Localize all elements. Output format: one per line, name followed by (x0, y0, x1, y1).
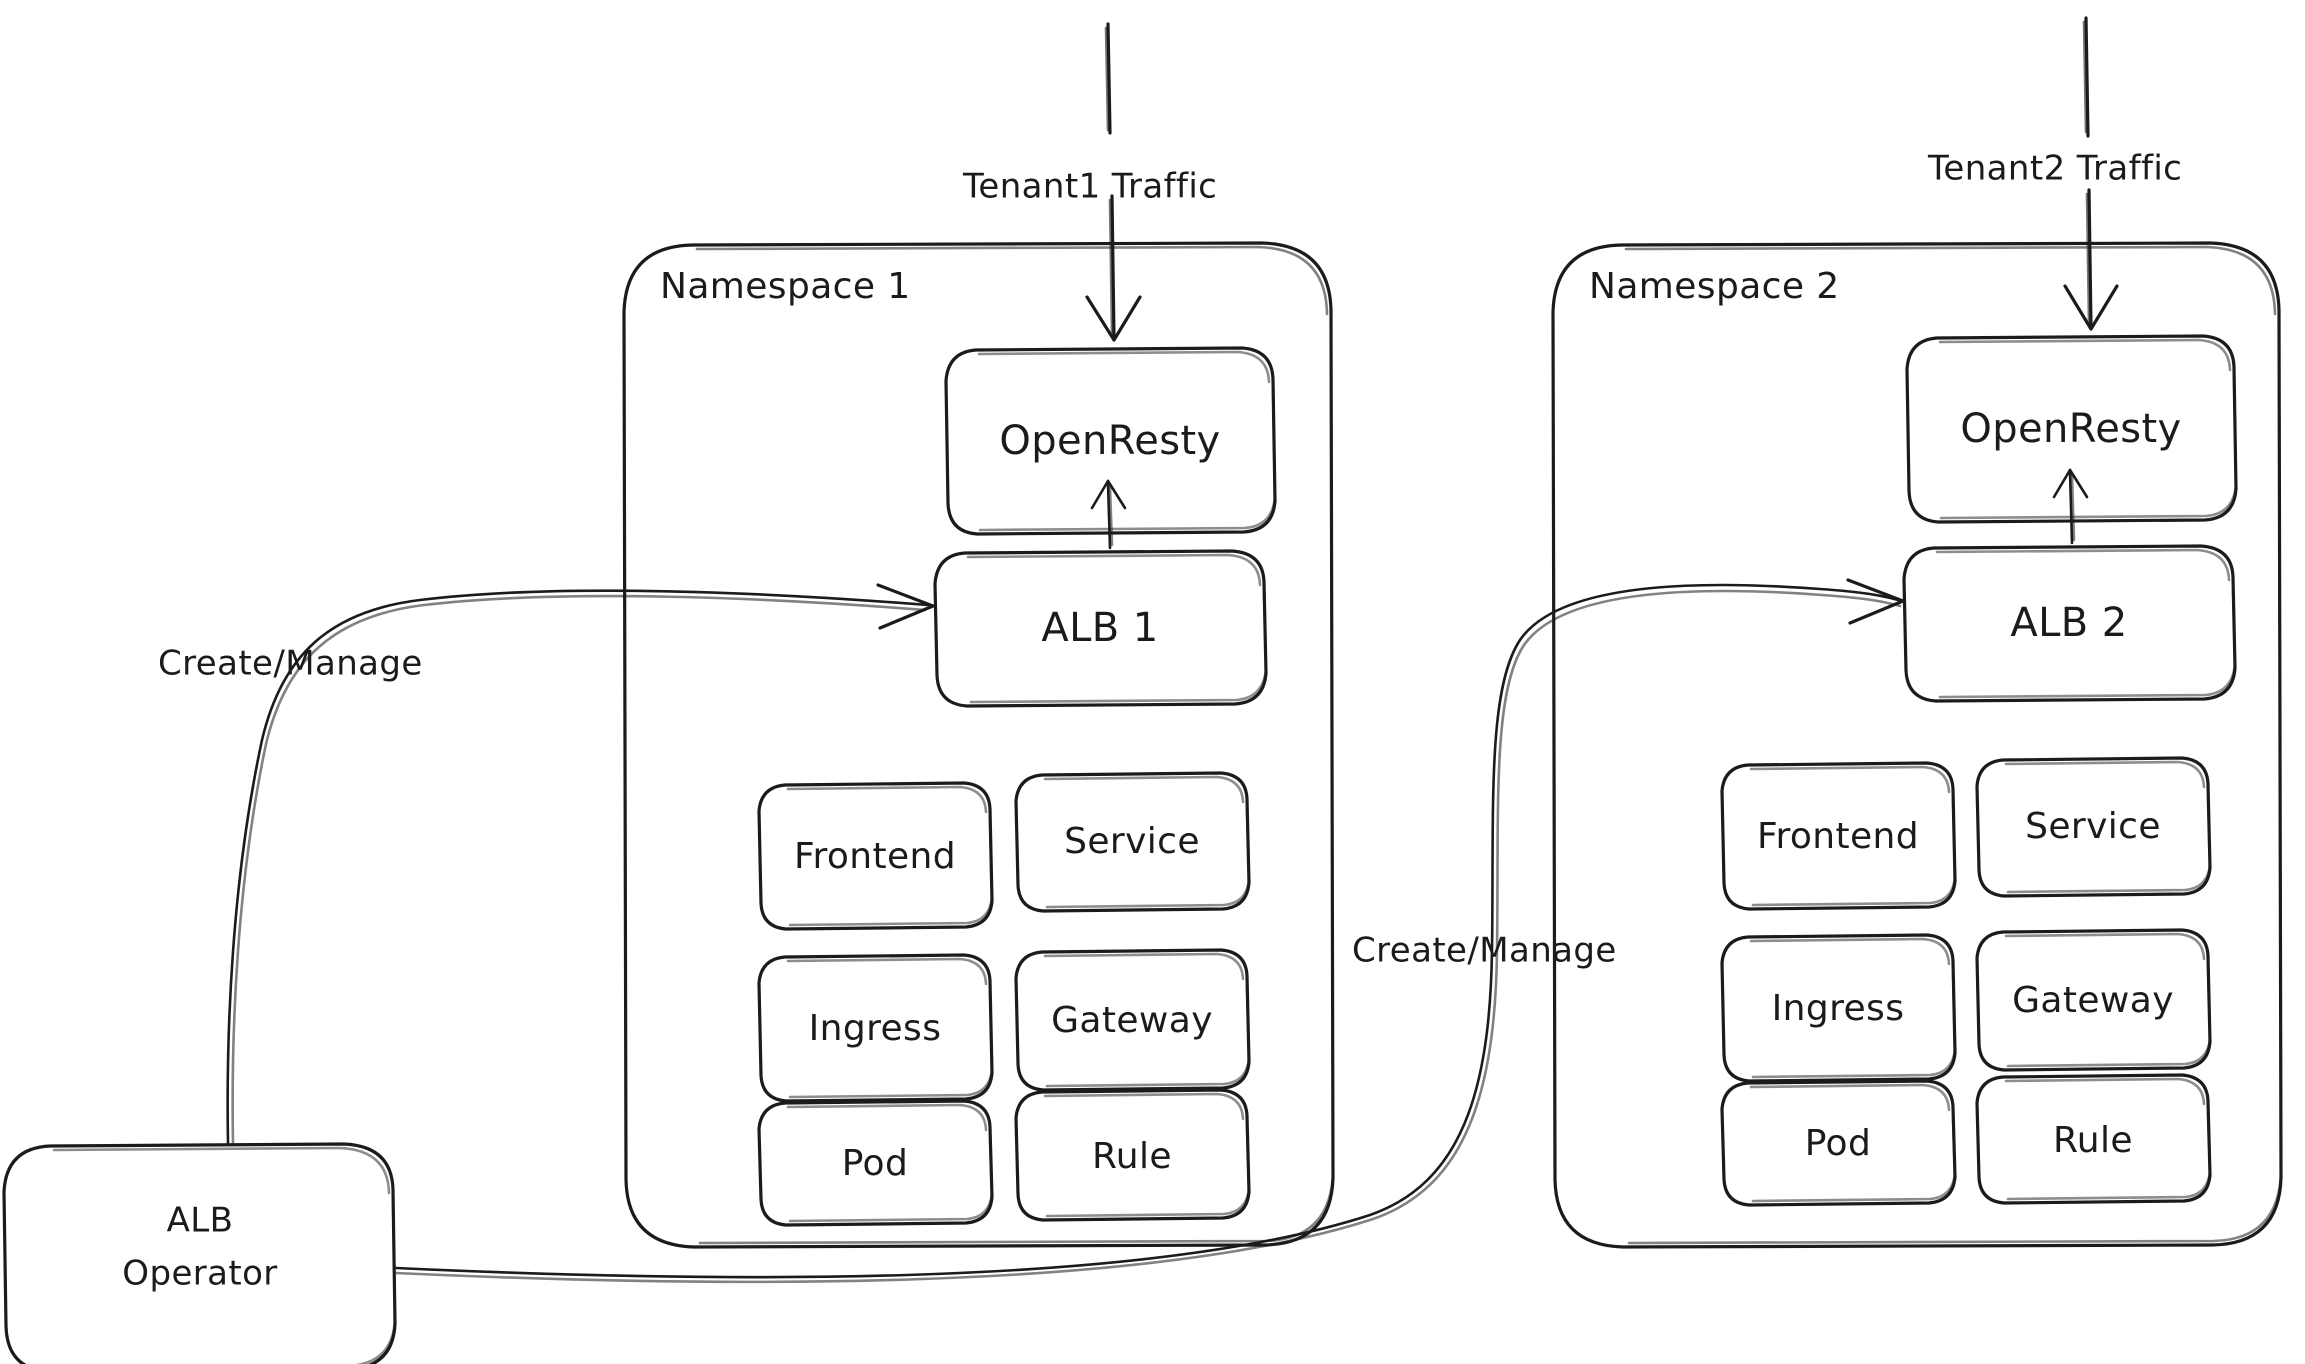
namespace-1-openresty-node[interactable]: OpenResty (944, 346, 1277, 536)
namespace-2-resources: Frontend Service Ingress Gateway Pod Rul… (1720, 756, 2212, 1207)
alb-operator-label-line1: ALB (167, 1201, 234, 1241)
resource-label: Ingress (809, 1008, 942, 1049)
resource-label: Pod (1805, 1123, 1872, 1164)
resource-box-pod-ns2[interactable]: Pod (1720, 1079, 1957, 1207)
tenant2-traffic-label: Tenant2 Traffic (1927, 149, 2182, 189)
create-manage-edge-alb1[interactable]: Create/Manage (158, 583, 935, 1145)
resource-box-service-ns1[interactable]: Service (1014, 771, 1251, 913)
namespace-2-alb-node[interactable]: ALB 2 (1902, 544, 2237, 703)
resource-label: Service (2025, 806, 2161, 847)
resource-box-pod-ns1[interactable]: Pod (757, 1099, 994, 1227)
namespace-2-openresty-node[interactable]: OpenResty (1905, 334, 2238, 524)
namespace-1-alb-label: ALB 1 (1041, 605, 1158, 651)
resource-box-service-ns2[interactable]: Service (1975, 756, 2212, 898)
create-manage-label-1: Create/Manage (158, 644, 423, 684)
resource-box-rule-ns2[interactable]: Rule (1975, 1073, 2212, 1205)
tenant2-traffic-arrow: Tenant2 Traffic (1927, 16, 2182, 331)
create-manage-edge-alb2[interactable]: Create/Manage (394, 578, 1905, 1284)
alb-operator-node[interactable]: ALB Operator (2, 1142, 397, 1364)
create-manage-label-2: Create/Manage (1352, 931, 1617, 971)
resource-box-frontend-ns2[interactable]: Frontend (1720, 761, 1957, 911)
alb-operator-label-line2: Operator (122, 1254, 277, 1294)
tenant1-traffic-arrow: Tenant1 Traffic (962, 22, 1217, 342)
tenant1-traffic-label: Tenant1 Traffic (962, 167, 1217, 207)
namespace-1-title: Namespace 1 (660, 266, 911, 307)
namespace-2-container[interactable]: Namespace 2 (1551, 241, 2283, 1249)
namespace-2-alb-label: ALB 2 (2010, 600, 2127, 646)
resource-label: Rule (2053, 1120, 2133, 1161)
resource-label: Ingress (1772, 988, 1905, 1029)
resource-box-ingress-ns2[interactable]: Ingress (1720, 933, 1957, 1083)
resource-box-rule-ns1[interactable]: Rule (1014, 1088, 1251, 1222)
alb2-to-openresty-arrow (2052, 468, 2089, 545)
namespace-2-title: Namespace 2 (1589, 266, 1840, 307)
resource-label: Frontend (794, 836, 956, 877)
resource-label: Pod (842, 1143, 909, 1184)
namespace-1-resources: Frontend Service Ingress Gateway Pod Rul… (757, 771, 1251, 1227)
resource-box-ingress-ns1[interactable]: Ingress (757, 953, 994, 1103)
resource-label: Frontend (1757, 816, 1919, 857)
namespace-2-openresty-label: OpenResty (1960, 406, 2181, 452)
resource-box-gateway-ns1[interactable]: Gateway (1014, 948, 1251, 1092)
resource-box-frontend-ns1[interactable]: Frontend (757, 781, 994, 931)
namespace-1-alb-node[interactable]: ALB 1 (933, 549, 1268, 708)
namespace-1-openresty-label: OpenResty (999, 418, 1220, 464)
resource-box-gateway-ns2[interactable]: Gateway (1975, 928, 2212, 1072)
resource-label: Gateway (1051, 1000, 1213, 1041)
alb1-to-openresty-arrow (1090, 479, 1127, 550)
resource-label: Service (1064, 821, 1200, 862)
resource-label: Gateway (2012, 980, 2174, 1021)
resource-label: Rule (1092, 1136, 1172, 1177)
